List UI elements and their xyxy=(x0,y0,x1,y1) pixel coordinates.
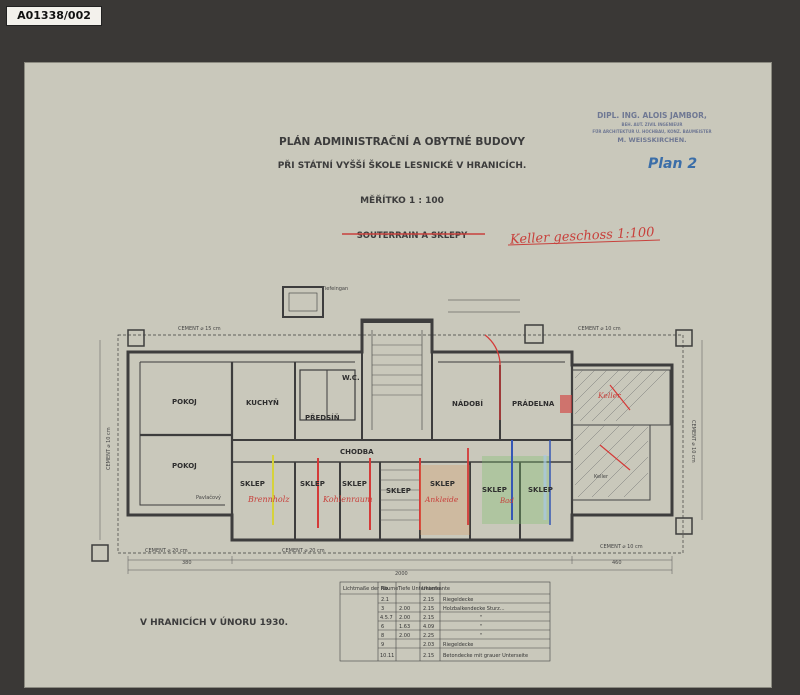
dim-cement-side-right: CEMENT ⌀ 10 cm xyxy=(690,420,696,463)
room-chodba: CHODBA xyxy=(340,448,374,456)
handwriting-ankleide: Ankleide xyxy=(424,495,459,504)
svg-text:8: 8 xyxy=(381,633,384,639)
room-keller: Keller xyxy=(594,474,609,480)
svg-text:2.15: 2.15 xyxy=(423,615,434,621)
table-row: 6 1.63 4.09 " xyxy=(381,624,482,630)
title-line-2: PŘI STÁTNÍ VYŠŠÍ ŠKOLE LESNICKÉ V HRANIC… xyxy=(278,159,527,171)
room-sklep-7: SKLEP xyxy=(528,486,553,494)
svg-text:1.63: 1.63 xyxy=(399,624,410,630)
svg-text:": " xyxy=(480,615,482,621)
stamp-line-3: FÜR ARCHITEKTUR U. HOCHBAU, KONZ. BAUMEI… xyxy=(592,129,711,134)
dim-cement-right: CEMENT ⌀ 10 cm xyxy=(578,326,621,332)
svg-text:2.25: 2.25 xyxy=(423,633,434,639)
floor-annotation-underline xyxy=(507,239,661,246)
svg-text:Betondecke mit grauer Untersei: Betondecke mit grauer Unterseite xyxy=(443,653,528,659)
svg-text:2.03: 2.03 xyxy=(423,642,434,648)
stamp-line-1: DIPL. ING. ALOIS JAMBOR, xyxy=(597,111,707,120)
table-header-no: No. xyxy=(381,586,390,592)
room-sklep-3: SKLEP xyxy=(342,480,367,488)
room-pokoj-top: POKOJ xyxy=(172,398,197,406)
svg-text:4.5.7: 4.5.7 xyxy=(380,615,393,621)
stamp-line-4: M. WEISSKIRCHEN. xyxy=(617,136,686,144)
svg-text:2.00: 2.00 xyxy=(399,615,410,621)
dim-cement-left: CEMENT ⌀ 15 cm xyxy=(178,326,221,332)
room-pradelna: PRÁDELNA xyxy=(512,399,555,408)
svg-text:": " xyxy=(480,633,482,639)
room-sklep-5: SKLEP xyxy=(430,480,455,488)
room-wc: W.C. xyxy=(342,374,360,382)
dim-cement-side-left: CEMENT ⌀ 10 cm xyxy=(106,427,112,470)
room-predsin: PŘEDSÍŇ xyxy=(305,413,340,422)
room-sklep-4: SKLEP xyxy=(386,487,411,495)
title-floor-struck: SOUTERRAIN A SKLEPY xyxy=(357,231,468,241)
svg-text:2.15: 2.15 xyxy=(423,606,434,612)
svg-text:": " xyxy=(480,624,482,630)
table-header-underside: Unterkante xyxy=(422,586,450,592)
svg-text:Riegeldecke: Riegeldecke xyxy=(443,597,473,603)
table-header-depth: Tiefe Unterkante xyxy=(397,586,440,592)
table-row: 2.1 2.15 Riegeldecke xyxy=(381,597,473,603)
dim-cement-bottom-left: CEMENT ⌀ 20 cm xyxy=(145,548,188,554)
svg-text:Riegeldecke: Riegeldecke xyxy=(443,642,473,648)
svg-text:3: 3 xyxy=(381,606,384,612)
stair-treads xyxy=(372,344,422,521)
svg-text:Holzbalkendecke Sturz...: Holzbalkendecke Sturz... xyxy=(443,606,505,612)
table-row: 4.5.7 2.00 2.15 " xyxy=(380,615,482,621)
colour-annotations xyxy=(272,334,631,535)
plan-number: Plan 2 xyxy=(648,156,697,172)
place-date: V HRANICÍCH V ÚNORU 1930. xyxy=(140,616,288,628)
svg-text:2.15: 2.15 xyxy=(423,597,434,603)
title-scale: MĚŘÍTKO 1 : 100 xyxy=(360,194,444,206)
dim-cement-bottom-right: CEMENT ⌀ 10 cm xyxy=(600,544,643,550)
dim-total-width: 2000 xyxy=(395,571,408,577)
room-nadobi: NÁDOBÍ xyxy=(452,399,483,408)
svg-text:4.09: 4.09 xyxy=(423,624,434,630)
handwriting-bad: Bad xyxy=(499,497,514,505)
table-row: 10.11 2.15 Betondecke mit grauer Unterse… xyxy=(380,653,528,659)
svg-text:9: 9 xyxy=(381,642,384,648)
svg-text:2.00: 2.00 xyxy=(399,606,410,612)
svg-text:2.15: 2.15 xyxy=(423,653,434,659)
handwriting-brennholz: Brennholz xyxy=(247,495,290,504)
title-line-1: PLÁN ADMINISTRAČNÍ A OBYTNÉ BUDOVY xyxy=(279,135,525,148)
svg-text:2.00: 2.00 xyxy=(399,633,410,639)
table-row: 9 2.03 Riegeldecke xyxy=(381,642,473,648)
room-sklep-2: SKLEP xyxy=(300,480,325,488)
dim-460: 460 xyxy=(612,560,622,566)
table-row: 8 2.00 2.25 " xyxy=(381,633,482,639)
svg-text:2.1: 2.1 xyxy=(381,597,389,603)
table-row: 3 2.00 2.15 Holzbalkendecke Sturz... xyxy=(381,606,505,612)
room-sklep-1: SKLEP xyxy=(240,480,265,488)
room-height-table xyxy=(339,581,551,662)
room-kuchyn: KUCHYŇ xyxy=(246,398,279,407)
stamp-line-2: BEH. AUT. ZIVIL INGENIEUR xyxy=(622,122,683,127)
archive-id-label: A01338/002 xyxy=(6,6,102,26)
dimension-lines xyxy=(99,340,703,574)
svg-text:6: 6 xyxy=(381,624,384,630)
room-pokoj-bottom: POKOJ xyxy=(172,462,197,470)
table-header-rooms: Lichtmaße der Räume xyxy=(343,586,398,592)
dim-cement-bottom-mid: CEMENT ⌀ 20 cm xyxy=(282,548,325,554)
stair-label: Tiefeingan xyxy=(321,286,348,292)
svg-text:10.11: 10.11 xyxy=(380,653,394,659)
dim-380: 380 xyxy=(182,560,192,566)
handwriting-keller: Keller xyxy=(597,391,621,400)
room-sklep-6: SKLEP xyxy=(482,486,507,494)
handwriting-kohlenraum: Kohlenraum xyxy=(322,495,373,504)
balcony-label: Pavlačový xyxy=(196,494,221,501)
keller-hatched-area xyxy=(571,369,671,501)
